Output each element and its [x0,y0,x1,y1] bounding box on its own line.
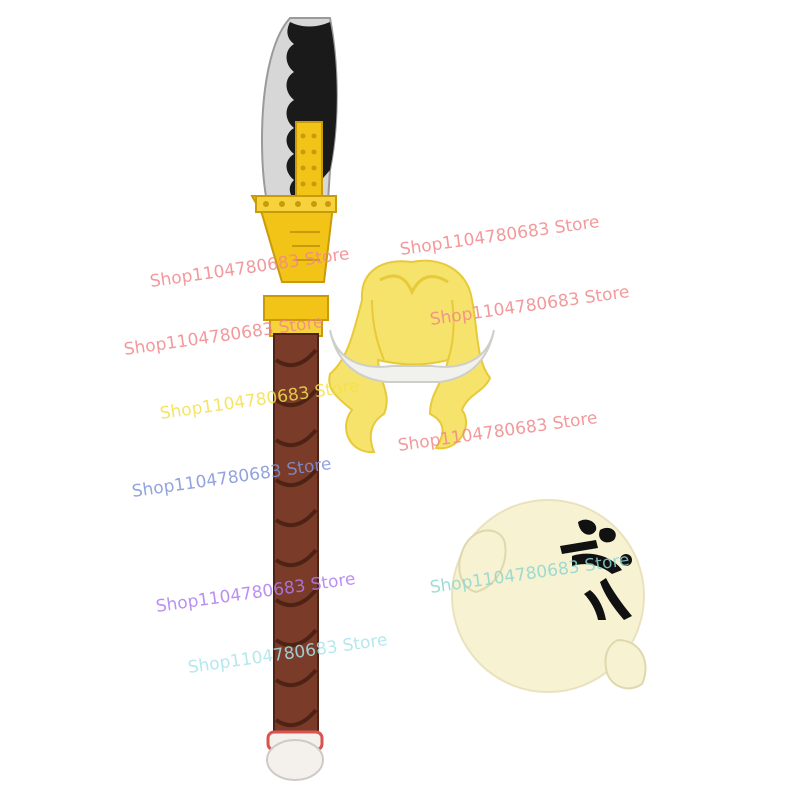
head-stud [458,529,507,594]
glaive-rivets [300,133,317,187]
minifig-head [451,499,647,693]
glaive-blade-insert [295,121,323,197]
glaive-collar-studs [263,201,331,207]
face-print [560,519,632,620]
glaive-weapon [250,17,338,781]
horns [329,329,495,383]
hair-strands [371,299,455,361]
hair-piece [328,259,495,454]
glaive-shaft [273,333,319,735]
head-neck [604,638,647,690]
hair-parting [379,274,449,296]
glaive-shaft-wrap [274,348,318,728]
glaive-pommel [266,739,324,781]
glaive-collar-lines [290,231,320,261]
hair-main [328,259,492,454]
